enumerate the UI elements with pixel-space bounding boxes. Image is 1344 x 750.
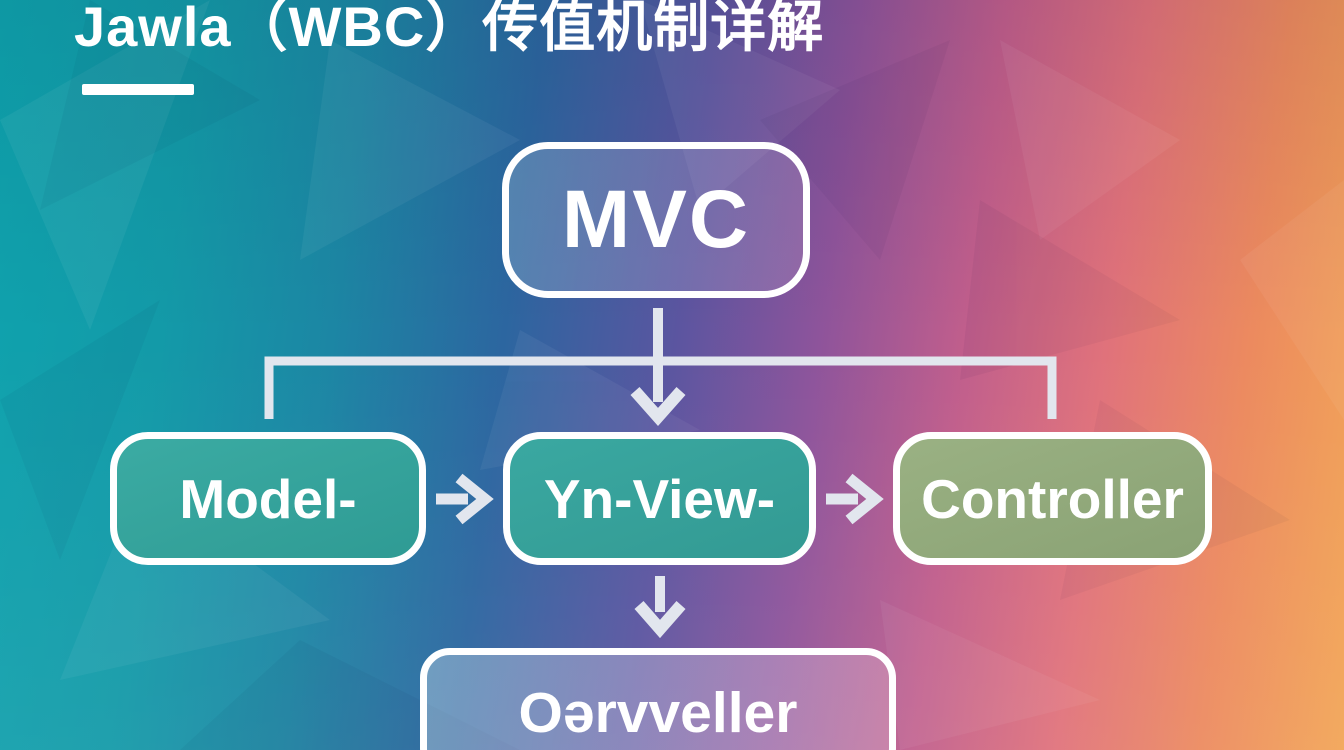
node-mvc: MVC bbox=[502, 142, 810, 298]
node-controller: Controller bbox=[893, 432, 1212, 565]
node-view: Yn-View- bbox=[503, 432, 816, 565]
arrow-mvc-down-head bbox=[630, 387, 686, 427]
node-model-label: Model- bbox=[179, 467, 357, 530]
arrow-view-down-head bbox=[634, 601, 686, 639]
arrow-model-to-view-head bbox=[455, 473, 494, 525]
node-observer: Oərvveller bbox=[420, 648, 896, 750]
node-controller-label: Controller bbox=[921, 467, 1184, 530]
page-title: Jawla（WBC）传值机制详解 bbox=[74, 0, 825, 58]
arrow-view-to-controller-head bbox=[845, 473, 884, 525]
node-model: Model- bbox=[110, 432, 426, 565]
node-mvc-label: MVC bbox=[561, 174, 751, 265]
title-underline bbox=[82, 84, 194, 95]
node-view-label: Yn-View- bbox=[543, 467, 776, 530]
node-observer-label: Oərvveller bbox=[518, 681, 798, 745]
